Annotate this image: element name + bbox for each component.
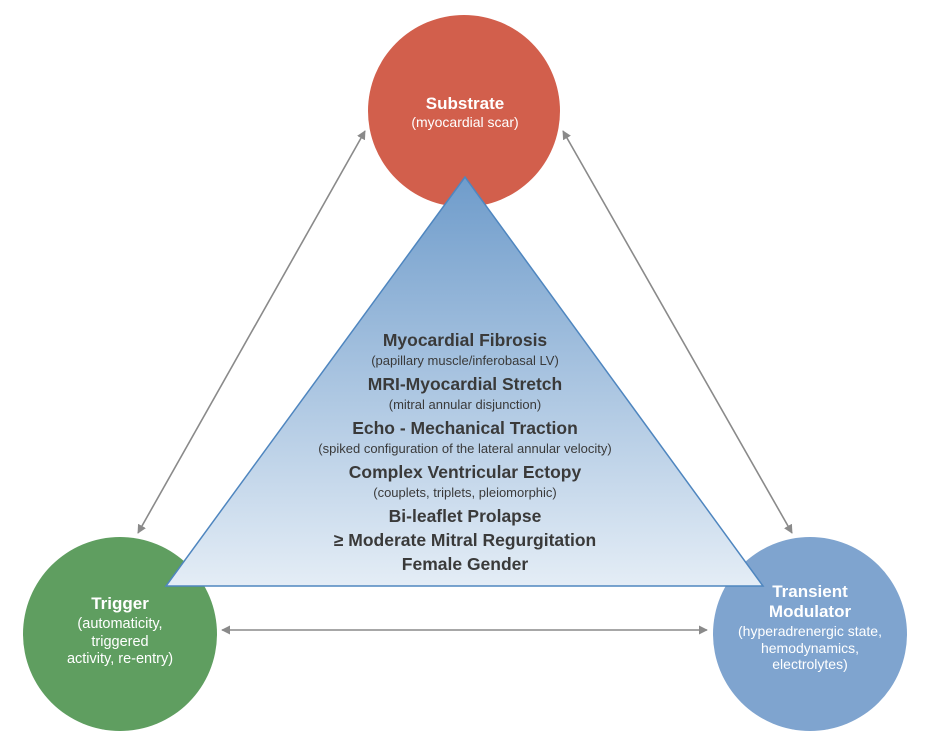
modulator-subtitle-line: hemodynamics, [760,639,860,656]
risk-factor-title: Myocardial Fibrosis [382,330,548,350]
risk-factor-title: ≥ Moderate Mitral Regurgitation [333,530,597,550]
modulator-title-line: Transient [772,582,848,601]
risk-factor-subtitle: (papillary muscle/inferobasal LV) [371,353,559,368]
substrate-subtitle: (myocardial scar) [411,114,519,131]
risk-factor-list: Myocardial Fibrosis (papillary muscle/in… [265,328,665,576]
modulator-label: Transient Modulator (hyperadrenergic sta… [712,582,908,673]
trigger-label: Trigger (automaticity, triggered activit… [35,594,205,668]
trigger-subtitle-line: (automaticity, [77,616,163,633]
modulator-subtitle-line: (hyperadrenergic state, [738,622,882,639]
substrate-label: Substrate (myocardial scar) [375,94,555,131]
substrate-node [368,15,560,207]
risk-factor-triangle [164,175,765,587]
risk-factor-subtitle: (mitral annular disjunction) [388,397,542,412]
trigger-subtitle-line: triggered [91,633,149,650]
risk-factor-subtitle: (couplets, triplets, pleiomorphic) [373,485,557,500]
risk-factor-title: MRI-Myocardial Stretch [367,374,563,394]
risk-factor-title: Echo - Mechanical Traction [352,418,578,438]
substrate-title: Substrate [425,94,505,113]
trigger-title: Trigger [91,594,149,613]
risk-factor-subtitle: (spiked configuration of the lateral ann… [318,441,612,456]
risk-factor-title: Bi-leaflet Prolapse [388,506,542,526]
trigger-subtitle-line: activity, re-entry) [66,650,174,667]
risk-factor-title: Complex Ventricular Ectopy [348,462,582,482]
arrow-substrate-modulator [562,130,793,534]
risk-factor-title: Female Gender [401,554,529,574]
arrow-substrate-trigger [137,130,366,534]
modulator-subtitle-line: electrolytes) [772,656,848,673]
modulator-title-line: Modulator [768,602,852,622]
